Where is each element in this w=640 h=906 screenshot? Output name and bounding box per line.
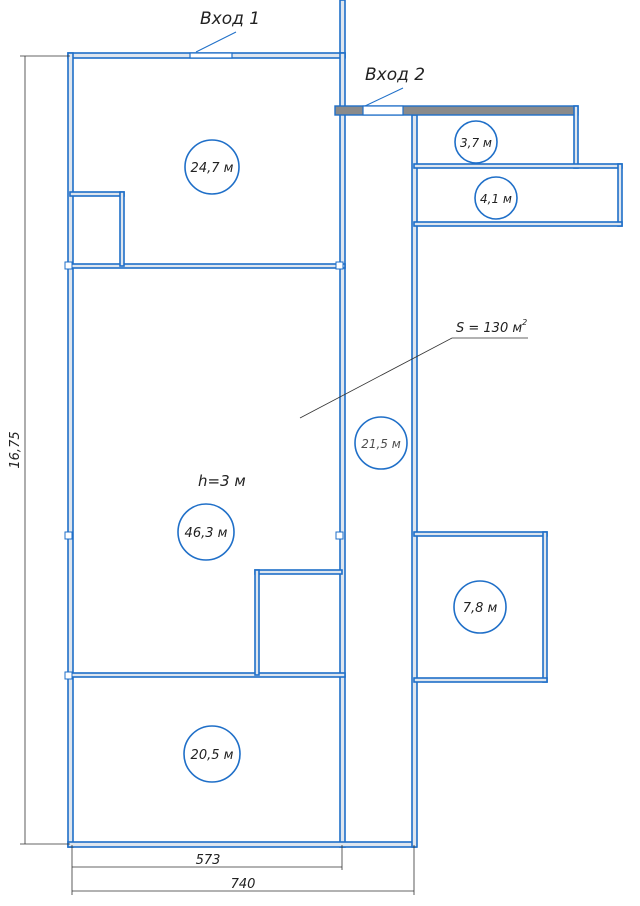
wall-marker — [64, 261, 73, 270]
wall-middle — [339, 52, 346, 848]
closet-2-top-wall — [254, 569, 343, 575]
wall-marker — [335, 261, 344, 270]
wall-left — [67, 52, 74, 848]
entrance-1-label: Вход 1 — [200, 9, 260, 29]
closet-1-side-wall — [119, 191, 125, 267]
entrance-2-label: Вход 2 — [365, 65, 425, 85]
height-dimension-label: 16,75 — [8, 431, 23, 468]
wall-marker — [335, 531, 344, 540]
room-7-8-bottom-wall — [413, 677, 548, 683]
entrance-1-opening — [189, 52, 233, 59]
room-7-8-top-wall — [413, 531, 548, 537]
room-area-label: 20,5 м — [191, 748, 234, 763]
room-area-21-5: 21,5 м — [354, 416, 408, 470]
ceiling-height-label: h=3 м — [198, 472, 246, 490]
closet-1-top-wall — [69, 191, 125, 197]
room-3-7-wall — [573, 105, 579, 169]
entrance-1-leader — [195, 31, 237, 53]
room-4-1-bottom-wall — [413, 221, 623, 227]
room-area-label: 3,7 м — [460, 136, 492, 150]
room-area-4-1: 4,1 м — [474, 176, 518, 220]
wall-interior-2 — [67, 672, 346, 678]
room-4-1-top-wall — [413, 163, 623, 169]
room-area-24-7: 24,7 м — [184, 139, 240, 195]
room-area-20-5: 20,5 м — [183, 725, 241, 783]
wall-bottom — [67, 841, 417, 848]
room-area-label: 4,1 м — [480, 192, 512, 206]
room-area-3-7: 3,7 м — [454, 120, 498, 164]
wall-marker — [64, 671, 73, 680]
width-total-label: 740 — [231, 877, 256, 892]
total-area-label: S = 130 м2 — [456, 318, 527, 336]
room-area-label: 7,8 м — [463, 601, 498, 616]
room-area-46-3: 46,3 м — [177, 503, 235, 561]
closet-2-side-wall — [254, 569, 260, 676]
room-area-7-8: 7,8 м — [453, 580, 507, 634]
room-area-label: 24,7 м — [191, 161, 234, 176]
wall-upper-extension — [339, 0, 346, 58]
width-inner-label: 573 — [196, 853, 221, 868]
entrance-2-opening — [362, 105, 404, 116]
wall-marker — [64, 531, 73, 540]
room-area-label: 46,3 м — [185, 526, 228, 541]
entrance-2-leader — [364, 87, 404, 107]
room-area-label: 21,5 м — [361, 437, 401, 451]
total-area-leader — [299, 337, 528, 419]
room-7-8-right-wall — [542, 531, 548, 683]
wall-interior-1 — [67, 263, 346, 269]
room-4-1-right-wall — [617, 163, 623, 227]
